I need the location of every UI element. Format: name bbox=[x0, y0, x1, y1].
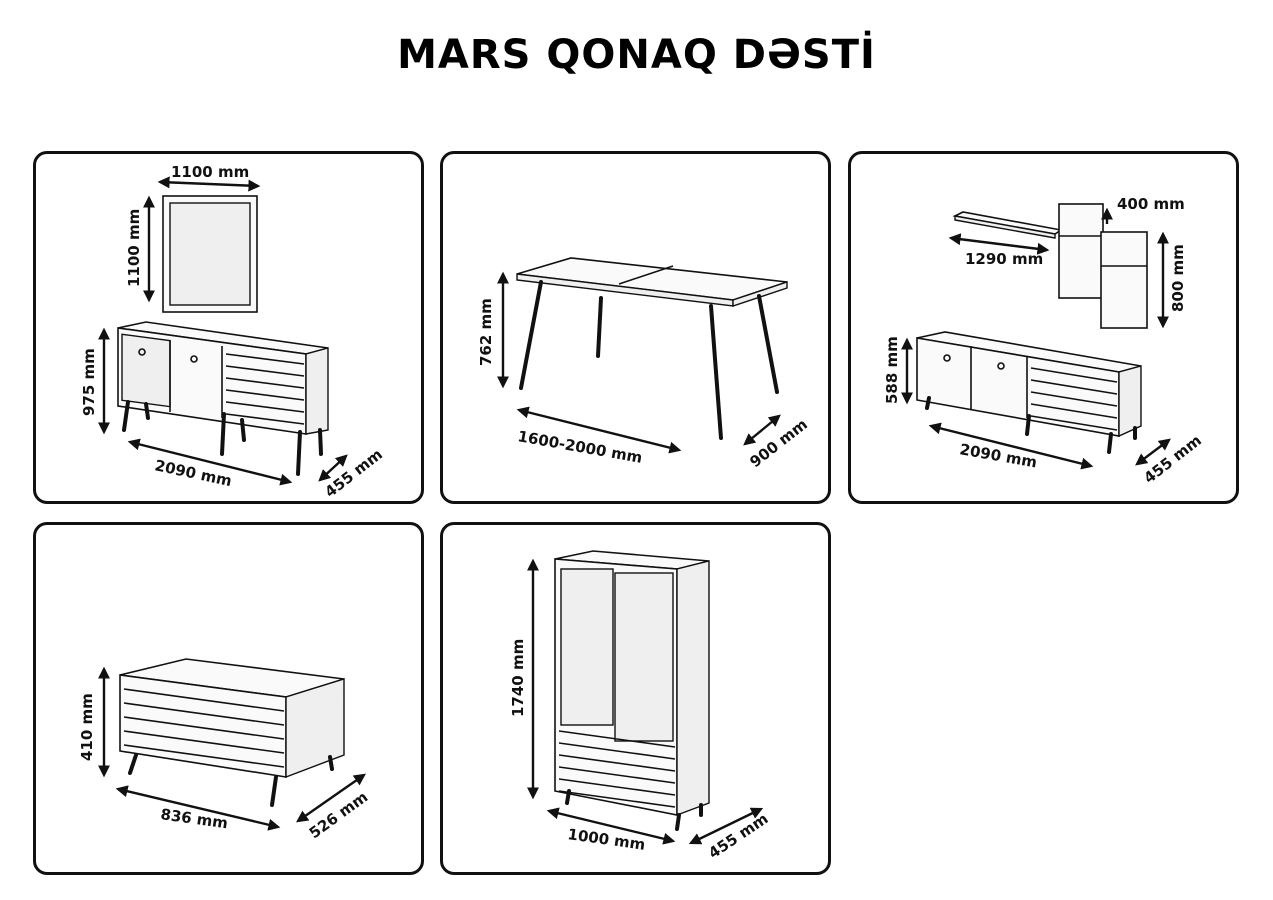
panel-coffee-table: 410 mm 836 mm 526 mm bbox=[33, 522, 424, 875]
table-drawing: 762 mm 1600-2000 mm 900 mm bbox=[477, 257, 811, 471]
shelf-width-label: 1290 mm bbox=[965, 250, 1043, 268]
shelf-height-label: 800 mm bbox=[1169, 244, 1187, 312]
panel-wardrobe: 1740 mm 1000 mm 455 mm bbox=[440, 522, 831, 875]
sideboard-depth-label: 455 mm bbox=[321, 445, 386, 501]
tv-unit-illustration bbox=[916, 331, 1142, 454]
mirror-width-arrow bbox=[157, 176, 261, 192]
table-depth-label: 900 mm bbox=[746, 415, 811, 471]
shelf-depth-label: 400 mm bbox=[1117, 195, 1185, 213]
sideboard-width-arrow bbox=[127, 438, 293, 486]
tv-unit-height-label: 588 mm bbox=[883, 336, 901, 404]
sideboard-depth-arrow bbox=[318, 454, 348, 482]
tv-unit-depth-label: 455 mm bbox=[1140, 431, 1205, 487]
tv-unit-drawing: 400 mm 1290 mm 800 mm 588 mm 2090 mm bbox=[883, 195, 1205, 487]
coffee-table-height-label: 410 mm bbox=[78, 693, 96, 761]
wardrobe-width-arrow bbox=[546, 807, 676, 845]
wall-shelf-illustration bbox=[952, 203, 1148, 329]
wardrobe-depth-label: 455 mm bbox=[705, 809, 771, 862]
mirror-width-label: 1100 mm bbox=[171, 163, 249, 181]
wardrobe-height-label: 1740 mm bbox=[509, 639, 527, 717]
panel-tv-unit: 400 mm 1290 mm 800 mm 588 mm 2090 mm bbox=[848, 151, 1239, 504]
wardrobe-drawing: 1740 mm 1000 mm 455 mm bbox=[509, 550, 771, 862]
sideboard-width-label: 2090 mm bbox=[153, 456, 233, 490]
shelf-width-arrow bbox=[948, 233, 1050, 255]
wardrobe-width-label: 1000 mm bbox=[566, 825, 646, 854]
table-length-arrow bbox=[516, 406, 682, 454]
tv-unit-depth-arrow bbox=[1135, 438, 1171, 466]
sideboard-drawing: 1100 mm 1100 mm 975 mm bbox=[80, 163, 386, 501]
table-length-label: 1600-2000 mm bbox=[516, 427, 643, 467]
page-title: MARS QONAQ DƏSTİ bbox=[397, 32, 876, 78]
mirror-illustration bbox=[162, 195, 258, 313]
coffee-table-depth-arrow bbox=[296, 773, 366, 823]
tv-unit-width-arrow bbox=[928, 422, 1094, 470]
coffee-table-width-label: 836 mm bbox=[159, 805, 229, 832]
coffee-table-drawing: 410 mm 836 mm 526 mm bbox=[78, 658, 371, 842]
sideboard-height-label: 975 mm bbox=[80, 348, 98, 416]
panel-table: 762 mm 1600-2000 mm 900 mm bbox=[440, 151, 831, 504]
wardrobe-depth-arrow bbox=[688, 807, 764, 845]
tv-unit-width-label: 2090 mm bbox=[958, 440, 1038, 471]
coffee-table-illustration bbox=[119, 658, 345, 807]
coffee-table-depth-label: 526 mm bbox=[306, 788, 371, 842]
mirror-height-label: 1100 mm bbox=[125, 209, 143, 287]
table-illustration bbox=[516, 257, 788, 440]
table-height-label: 762 mm bbox=[477, 298, 495, 366]
panel-sideboard: 1100 mm 1100 mm 975 mm bbox=[33, 151, 424, 504]
sideboard-illustration bbox=[117, 321, 329, 476]
wardrobe-illustration bbox=[554, 550, 710, 831]
table-depth-arrow bbox=[743, 414, 781, 446]
coffee-table-width-arrow bbox=[115, 785, 281, 831]
